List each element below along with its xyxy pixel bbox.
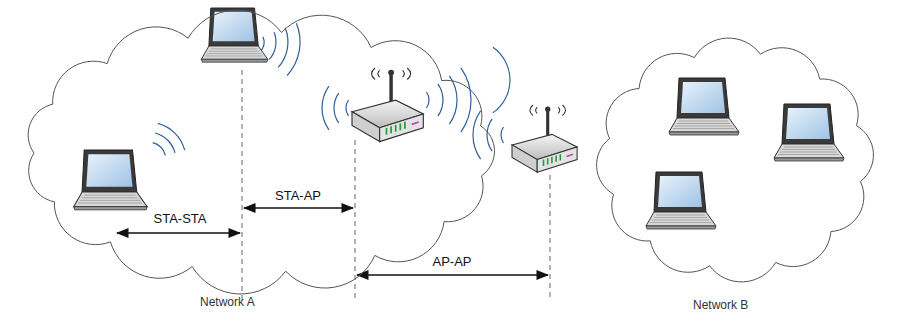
boundary-line xyxy=(550,175,551,300)
radio-wave xyxy=(461,68,471,132)
range-label: AP-AP xyxy=(430,254,473,269)
laptop-icon xyxy=(669,78,739,135)
text-slot: Network B xyxy=(693,295,748,313)
radio-wave xyxy=(449,76,457,124)
boundary-line xyxy=(242,70,243,300)
router-icon xyxy=(512,105,577,172)
network-cloud: Network B xyxy=(575,25,893,320)
network-name: Network A xyxy=(200,295,255,309)
radio-wave xyxy=(158,123,185,150)
radio-wave xyxy=(438,84,443,116)
router-icon xyxy=(352,68,423,142)
label-slot: STA-STA xyxy=(152,209,209,227)
range-arrow xyxy=(117,232,240,234)
laptop-icon xyxy=(774,104,844,161)
range-label: STA-STA xyxy=(152,211,209,226)
radio-wave xyxy=(278,28,288,68)
radio-wave xyxy=(155,133,175,153)
cloud-outline xyxy=(575,25,893,320)
radio-wave xyxy=(287,23,300,75)
laptop-icon xyxy=(646,172,716,229)
radio-wave xyxy=(493,47,510,113)
radio-wave xyxy=(322,86,329,130)
laptop-icon xyxy=(74,150,148,210)
radio-wave xyxy=(269,32,276,59)
network-name: Network B xyxy=(693,298,748,312)
radio-wave xyxy=(153,143,166,156)
radio-wave xyxy=(501,127,504,143)
range-arrow xyxy=(357,274,548,276)
radio-wave xyxy=(346,100,349,116)
label-slot: AP-AP xyxy=(430,252,473,270)
radio-wave xyxy=(427,92,430,108)
range-arrow xyxy=(244,207,353,209)
label-slot: STA-AP xyxy=(273,186,323,204)
range-label: STA-AP xyxy=(273,188,323,203)
radio-wave xyxy=(473,111,481,159)
text-slot: Network A xyxy=(200,292,255,310)
network-cloud: Network A xyxy=(5,2,515,320)
radio-wave xyxy=(334,93,339,123)
cloud-outline xyxy=(5,2,515,320)
boundary-line xyxy=(355,140,356,300)
